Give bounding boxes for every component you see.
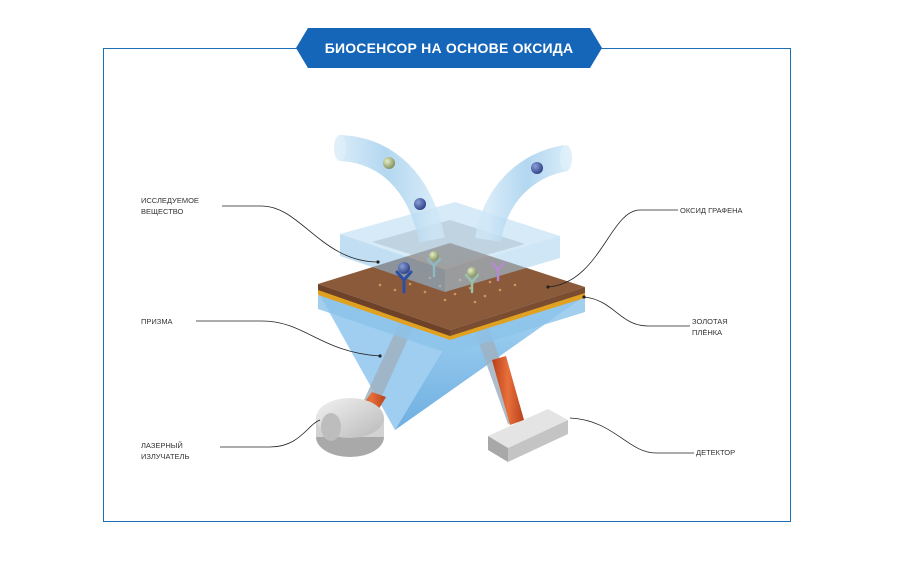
- label-analyte-line1: ИССЛЕДУЕМОЕ: [141, 196, 199, 205]
- label-gold-line2: ПЛЁНКА: [692, 328, 723, 337]
- label-laser-line1: ЛАЗЕРНЫЙ: [141, 441, 183, 450]
- detector-icon: [488, 409, 568, 462]
- outlet-tube: [475, 145, 572, 243]
- leader-dots: [376, 260, 586, 358]
- label-gold-line1: ЗОЛОТАЯ: [692, 317, 728, 326]
- antibody-icon: [395, 257, 506, 294]
- label-laser-line2: ИЗЛУЧАТЕЛЬ: [141, 452, 190, 461]
- molecule-icon: [398, 251, 477, 277]
- label-gold-film: ЗОЛОТАЯ ПЛЁНКА: [692, 316, 728, 338]
- label-detector: ДЕТЕКТОР: [696, 448, 736, 457]
- gold-film: [318, 289, 585, 354]
- inlet-tube: [334, 135, 445, 243]
- label-prism: ПРИЗМА: [141, 317, 173, 326]
- label-analyte-line2: ВЕЩЕСТВО: [141, 207, 184, 216]
- laser-emitter-icon: [316, 398, 384, 457]
- label-laser: ЛАЗЕРНЫЙ ИЗЛУЧАТЕЛЬ: [141, 440, 189, 462]
- label-analyte: ИССЛЕДУЕМОЕ ВЕЩЕСТВО: [141, 195, 199, 217]
- leader-lines: [196, 205, 694, 454]
- page-title: БИОСЕНСОР НА ОСНОВЕ ОКСИДА ГРАФЕНА: [324, 40, 574, 96]
- label-graphene-oxide: ОКСИД ГРАФЕНА: [680, 206, 743, 215]
- title-banner: [296, 28, 602, 68]
